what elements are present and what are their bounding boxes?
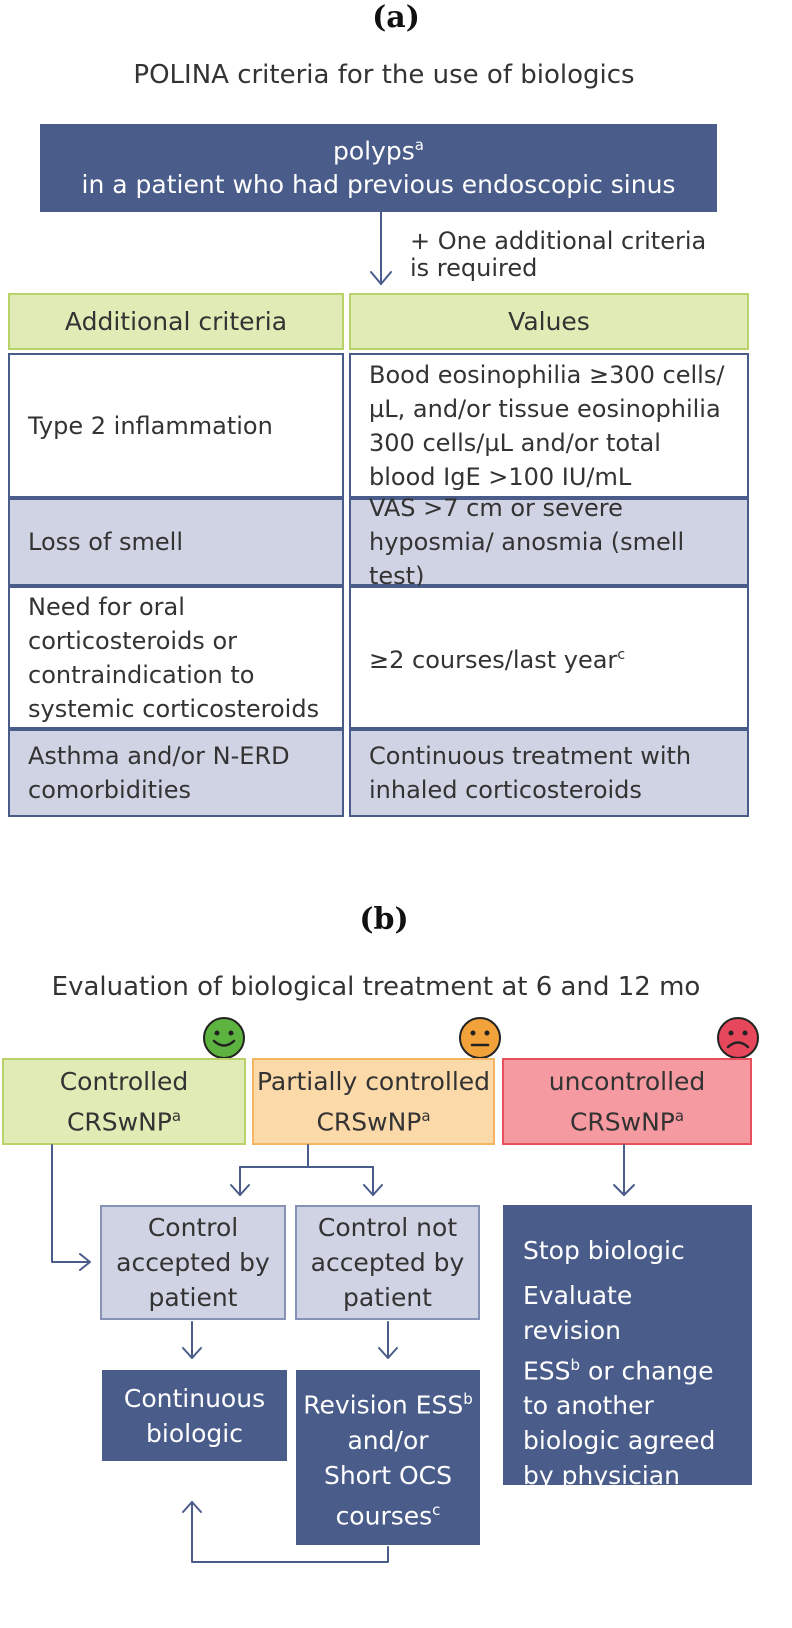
down-arrow-icon — [230, 1166, 250, 1196]
value-smell: VAS >7 cm or severe hyposmia/ anosmia (s… — [369, 494, 685, 590]
table-row-criteria: Type 2 inflammation — [8, 353, 344, 498]
outcome-continuous-biologic: Continuous biologic — [102, 1370, 287, 1461]
outcome-revision-line1: Revision ESS — [303, 1390, 464, 1420]
outcome-revision-sup2: c — [432, 1500, 441, 1519]
value-ocs-sup: c — [617, 647, 626, 663]
value-asthma: Continuous treatment with inhaled cortic… — [369, 742, 692, 804]
category-uncontrolled-sup: a — [674, 1106, 685, 1125]
outcome-revision-line4: courses — [335, 1500, 433, 1530]
option-control-accepted: Control accepted by patient — [100, 1205, 286, 1320]
category-controlled-line1: Controlled — [59, 1066, 189, 1096]
value-ocs: ≥2 courses/last year — [369, 646, 618, 674]
inclusion-line-1-sup: a — [414, 135, 424, 154]
happy-face-icon — [203, 1017, 245, 1059]
category-uncontrolled: uncontrolled CRSwNPa — [502, 1058, 752, 1145]
outcome-revision-ess: Revision ESSb and/or Short OCS coursesc — [296, 1370, 480, 1545]
criteria-smell: Loss of smell — [28, 528, 184, 556]
value-type2: Bood eosinophilia ≥300 cells/µL, and/or … — [369, 360, 725, 491]
table-row-criteria: Loss of smell — [8, 498, 344, 586]
down-arrow-icon — [363, 1166, 383, 1196]
outcome-stop-sup: b — [570, 1356, 581, 1374]
category-controlled-line2: CRSwNP — [66, 1107, 172, 1137]
outcome-revision-line2: and/or — [347, 1425, 429, 1455]
criteria-asthma: Asthma and/or N-ERD comorbidities — [28, 742, 290, 804]
table-row-value: VAS >7 cm or severe hyposmia/ anosmia (s… — [349, 494, 749, 590]
neutral-face-icon — [459, 1017, 501, 1059]
note-line-2: is required — [410, 254, 538, 282]
inclusion-line-1: Chronic rhinosinusitis with severe bilat… — [75, 95, 682, 165]
down-arrow-icon — [378, 1321, 398, 1359]
outcome-revision-line3: Short OCS — [323, 1460, 453, 1490]
category-partial-sup: a — [421, 1106, 431, 1125]
outcome-stop-line1: Stop biologic — [523, 1236, 685, 1265]
table-row-value: Continuous treatment with inhaled cortic… — [349, 729, 749, 817]
category-partial-line2: CRSwNP — [316, 1107, 422, 1137]
category-controlled-sup: a — [171, 1106, 182, 1125]
panel-b-title: Evaluation of biological treatment at 6 … — [51, 972, 701, 1002]
outcome-stop-line2-c: or change to another biologic agreed by … — [523, 1356, 716, 1526]
down-arrow-icon — [182, 1321, 202, 1359]
outcome-stop-line2-b: ESS — [523, 1356, 571, 1386]
outcome-stop-line2-a: Evaluate revision — [523, 1281, 633, 1345]
table-row-criteria: Need for oral corticosteroids or contrai… — [8, 586, 344, 729]
category-uncontrolled-line1: uncontrolled — [548, 1066, 706, 1096]
inclusion-line-2-sup: b — [421, 210, 431, 228]
down-arrow-icon — [613, 1144, 635, 1196]
inclusion-line-2: in a patient who had previous endoscopic… — [81, 170, 676, 240]
category-uncontrolled-line2: CRSwNP — [569, 1107, 675, 1137]
table-row-criteria: Asthma and/or N-ERD comorbidities — [8, 729, 344, 817]
table-header-values: Values — [349, 293, 749, 350]
table-row-value: Bood eosinophilia ≥300 cells/µL, and/or … — [349, 353, 749, 498]
option-control-not-accepted: Control not accepted by patient — [295, 1205, 480, 1320]
category-partially-controlled: Partially controlled CRSwNPa — [252, 1058, 495, 1145]
category-partial-line1: Partially controlled — [256, 1066, 491, 1096]
panel-a-title: POLINA criteria for the use of biologics — [133, 60, 635, 90]
additional-criteria-note: + One additional criteria is required — [410, 228, 706, 282]
sad-face-icon — [717, 1017, 759, 1059]
note-line-1: + One additional criteria — [410, 227, 707, 255]
category-controlled: Controlled CRSwNPa — [2, 1058, 246, 1145]
outcome-continuous-text: Continuous biologic — [123, 1383, 266, 1448]
criteria-ocs: Need for oral corticosteroids or contrai… — [28, 592, 320, 723]
panel-b-label: (b) — [359, 902, 409, 937]
table-header-criteria: Additional criteria — [8, 293, 344, 350]
inclusion-box: Chronic rhinosinusitis with severe bilat… — [40, 96, 717, 239]
criteria-type2: Type 2 inflammation — [28, 411, 273, 440]
option-control-not-accepted-text: Control not accepted by patient — [310, 1213, 465, 1312]
right-arrow-icon — [51, 1144, 91, 1271]
table-row-value: ≥2 courses/last yearc — [349, 586, 749, 729]
panel-a-label: (a) — [372, 0, 420, 35]
outcome-revision-sup: b — [463, 1390, 473, 1409]
option-control-accepted-text: Control accepted by patient — [116, 1213, 270, 1312]
